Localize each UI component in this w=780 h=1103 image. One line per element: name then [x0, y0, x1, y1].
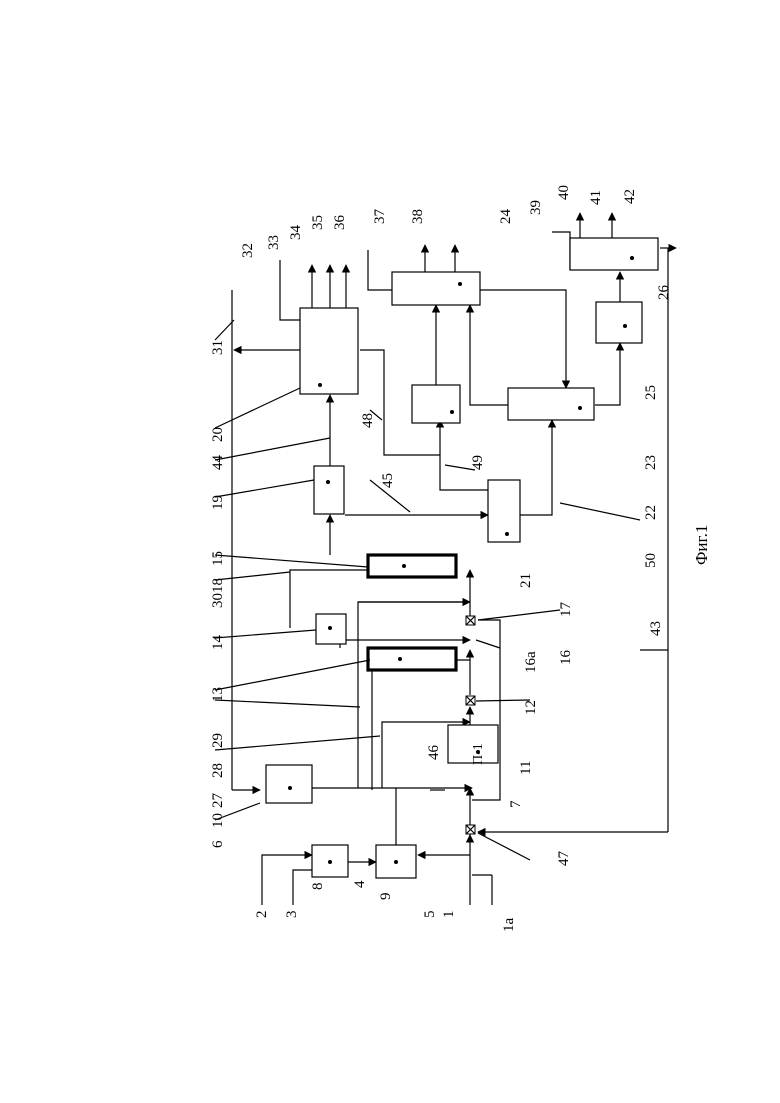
label-42: 42: [622, 189, 638, 204]
label-14: 14: [210, 635, 226, 651]
label-44: 44: [210, 455, 226, 471]
column-13: [368, 648, 456, 670]
block-21: [488, 480, 520, 542]
label-17: 17: [558, 602, 574, 618]
label-30: 30: [210, 593, 226, 608]
label-23: 23: [643, 455, 659, 470]
column-15: [368, 555, 456, 577]
label-9: 9: [378, 893, 394, 901]
label-37: 37: [372, 209, 388, 225]
label-32: 32: [240, 243, 256, 258]
label-48: 48: [360, 413, 376, 428]
label-1: 1: [441, 911, 457, 919]
label-18: 18: [210, 578, 226, 593]
block-25: [596, 302, 642, 343]
label-13: 13: [210, 687, 226, 702]
label-27: 27: [210, 793, 226, 809]
label-31: 31: [210, 340, 226, 355]
valve-17: [466, 616, 475, 625]
label-41: 41: [588, 190, 604, 205]
label-40: 40: [556, 185, 572, 200]
label-47: 47: [556, 851, 572, 867]
label-21: 21: [518, 573, 534, 588]
block-p1-label: П-1: [471, 743, 486, 765]
label-43: 43: [648, 621, 664, 636]
block-24: [392, 272, 480, 305]
label-46: 46: [426, 745, 442, 761]
label-10: 10: [210, 813, 226, 828]
label-49: 49: [470, 455, 486, 470]
block-26: [570, 238, 658, 270]
label-12: 12: [523, 700, 539, 715]
block-22: [412, 385, 460, 423]
label-7: 7: [508, 800, 524, 808]
valve-47: [466, 825, 475, 834]
valve-12: [466, 696, 475, 705]
label-33: 33: [266, 235, 282, 250]
label-19: 19: [210, 495, 226, 510]
label-35: 35: [310, 215, 326, 230]
label-29: 29: [210, 733, 226, 748]
block-20: [300, 308, 358, 394]
label-11: 11: [518, 761, 534, 775]
label-28: 28: [210, 763, 226, 778]
label-26: 26: [656, 285, 672, 301]
label-16a: 16а: [523, 651, 539, 673]
label-5: 5: [422, 911, 438, 919]
label-6: 6: [210, 840, 226, 848]
label-20: 20: [210, 427, 226, 442]
label-34: 34: [288, 225, 304, 241]
block-23: [508, 388, 594, 420]
process-blocks: [266, 238, 658, 878]
label-36: 36: [332, 215, 348, 231]
label-3: 3: [284, 911, 300, 919]
label-15: 15: [210, 551, 226, 566]
figure-caption: Фиг.1: [692, 525, 711, 565]
label-38: 38: [410, 209, 426, 224]
label-50: 50: [643, 553, 659, 568]
label-22: 22: [643, 505, 659, 520]
label-16: 16: [558, 650, 574, 666]
block-19: [314, 466, 344, 514]
label-2: 2: [254, 911, 270, 919]
label-39: 39: [528, 200, 544, 215]
label-24: 24: [498, 209, 514, 225]
label-25: 25: [643, 385, 659, 400]
label-8: 8: [310, 883, 326, 891]
label-4: 4: [352, 880, 368, 888]
block-10: [266, 765, 312, 803]
label-1a: 1а: [501, 918, 517, 933]
label-45: 45: [380, 473, 396, 488]
